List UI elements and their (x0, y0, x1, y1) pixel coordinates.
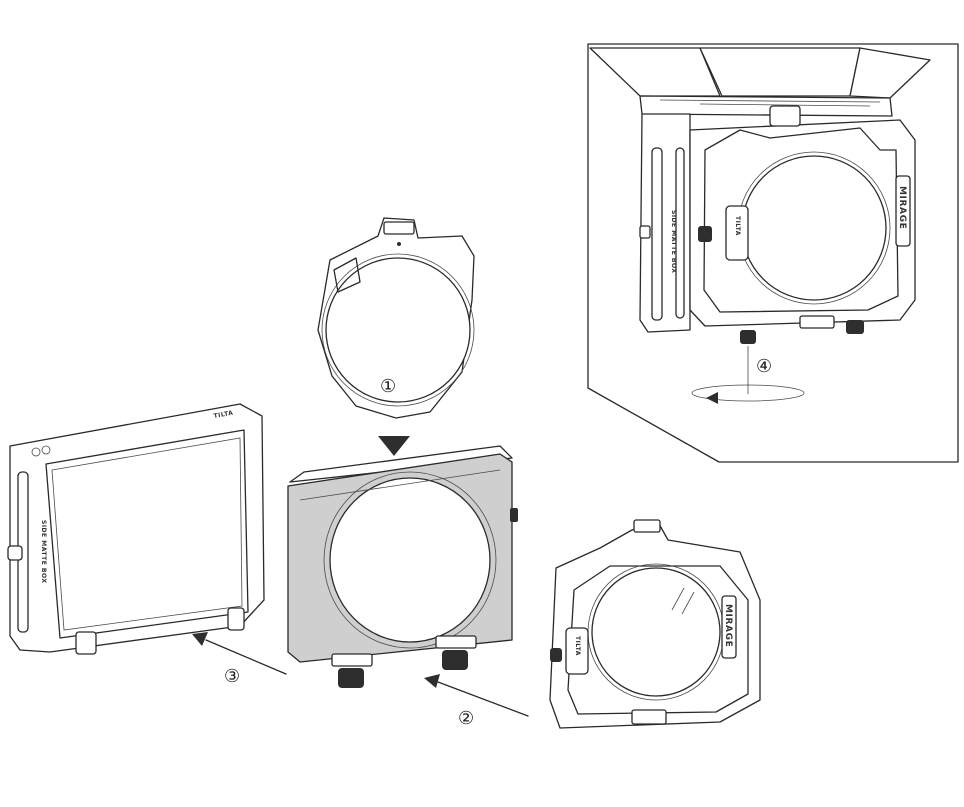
holder-top-engraving: TILTA (574, 636, 581, 656)
inset-top-engraving: TILTA (734, 216, 741, 236)
step-number-3: ③ (224, 666, 240, 687)
top-engraving: TILTA (213, 410, 234, 420)
inset-rotation-indicator (691, 346, 805, 404)
side-engraving: SIDE MATTE BOX (40, 520, 47, 583)
filter-tray-ring (317, 217, 475, 419)
holder-brand-label: MIRAGE (723, 604, 733, 647)
side-matte-frame: SIDE MATTE BOX TILTA (7, 403, 265, 655)
step-number-2: ② (458, 708, 474, 729)
insert-arrow-down (378, 436, 410, 456)
insert-arrow-2 (424, 674, 529, 717)
inset-brand-label: MIRAGE (897, 186, 907, 229)
insert-arrow-3 (192, 632, 287, 675)
matte-box-body (287, 445, 518, 688)
inset-side-engraving: SIDE MATTE BOX (670, 210, 677, 273)
inset-matte-box: SIDE MATTE BOX MIRAGE TILTA (589, 47, 931, 344)
inset-panel (587, 43, 959, 463)
step-number-1: ① (380, 376, 396, 397)
step-number-4: ④ (756, 356, 772, 377)
filter-holder-front: MIRAGE TILTA (549, 519, 761, 729)
